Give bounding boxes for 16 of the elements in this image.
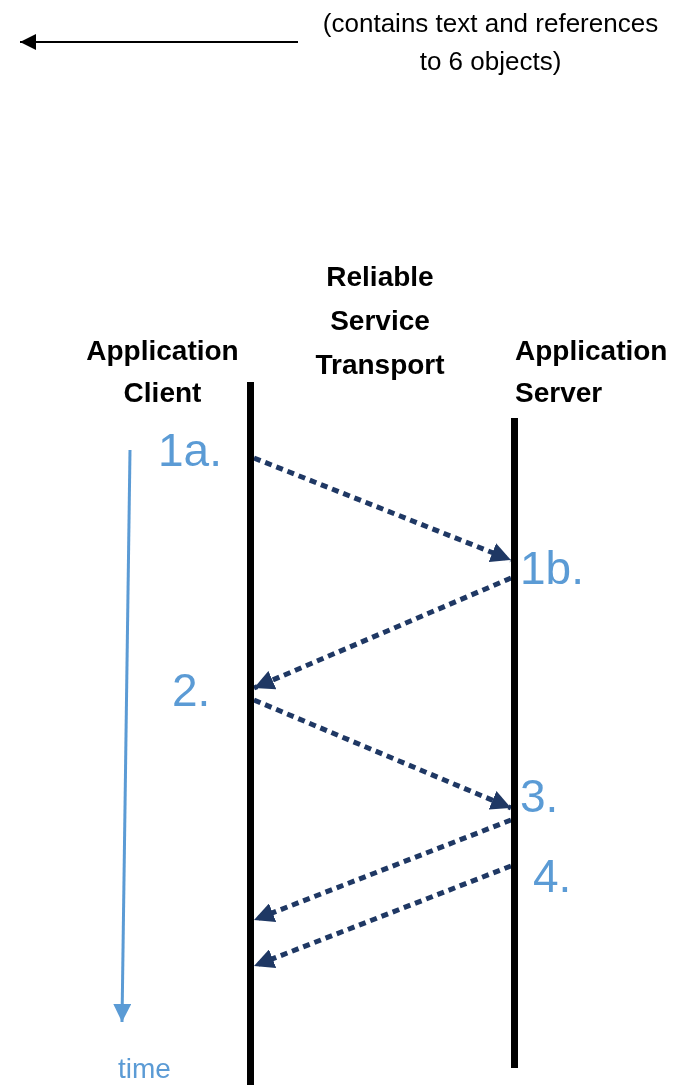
step-number: 1a. bbox=[158, 423, 223, 478]
arrow bbox=[253, 455, 512, 563]
participant-name: Application Server bbox=[515, 334, 669, 410]
participant-name: Application Client bbox=[85, 334, 240, 410]
arrow bbox=[19, 34, 299, 50]
step-number: 4. bbox=[533, 849, 573, 904]
note-text: (contains text and references to 6 objects) bbox=[318, 4, 663, 80]
step-number: 3. bbox=[520, 769, 560, 824]
axis-label: time bbox=[118, 1052, 172, 1085]
step-number: 2. bbox=[172, 663, 212, 718]
step-number: 1b. bbox=[520, 541, 585, 596]
arrow bbox=[253, 863, 512, 969]
arrow bbox=[253, 817, 512, 923]
column-heading: Reliable Service Transport bbox=[314, 260, 446, 382]
arrow bbox=[253, 697, 512, 811]
arrow bbox=[253, 575, 512, 691]
